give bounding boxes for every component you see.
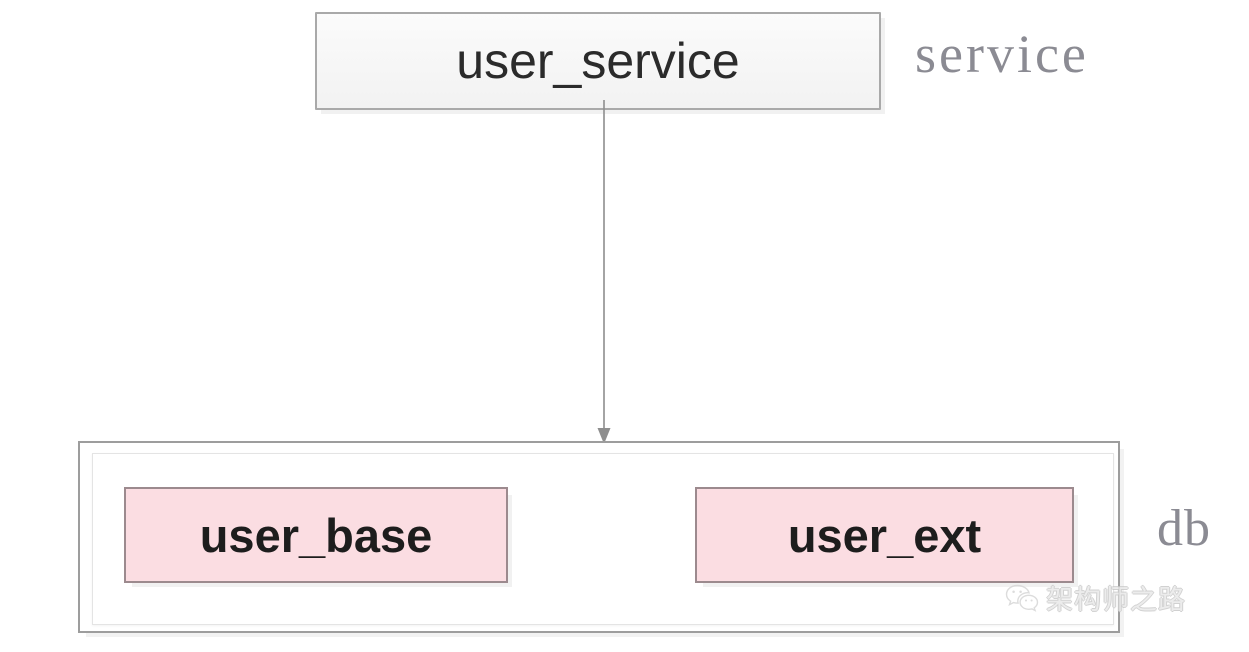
- node-user-service-label: user_service: [456, 33, 740, 89]
- node-user-base-label: user_base: [199, 508, 433, 562]
- tier-caption-service: service: [915, 24, 1089, 84]
- node-user-ext[interactable]: user_ext: [695, 487, 1074, 583]
- node-user-ext-label: user_ext: [787, 508, 982, 562]
- tier-caption-db: db: [1157, 500, 1211, 557]
- edge-service-to-db: [597, 100, 611, 444]
- node-user-service[interactable]: user_service: [315, 12, 881, 110]
- node-user-base[interactable]: user_base: [124, 487, 508, 583]
